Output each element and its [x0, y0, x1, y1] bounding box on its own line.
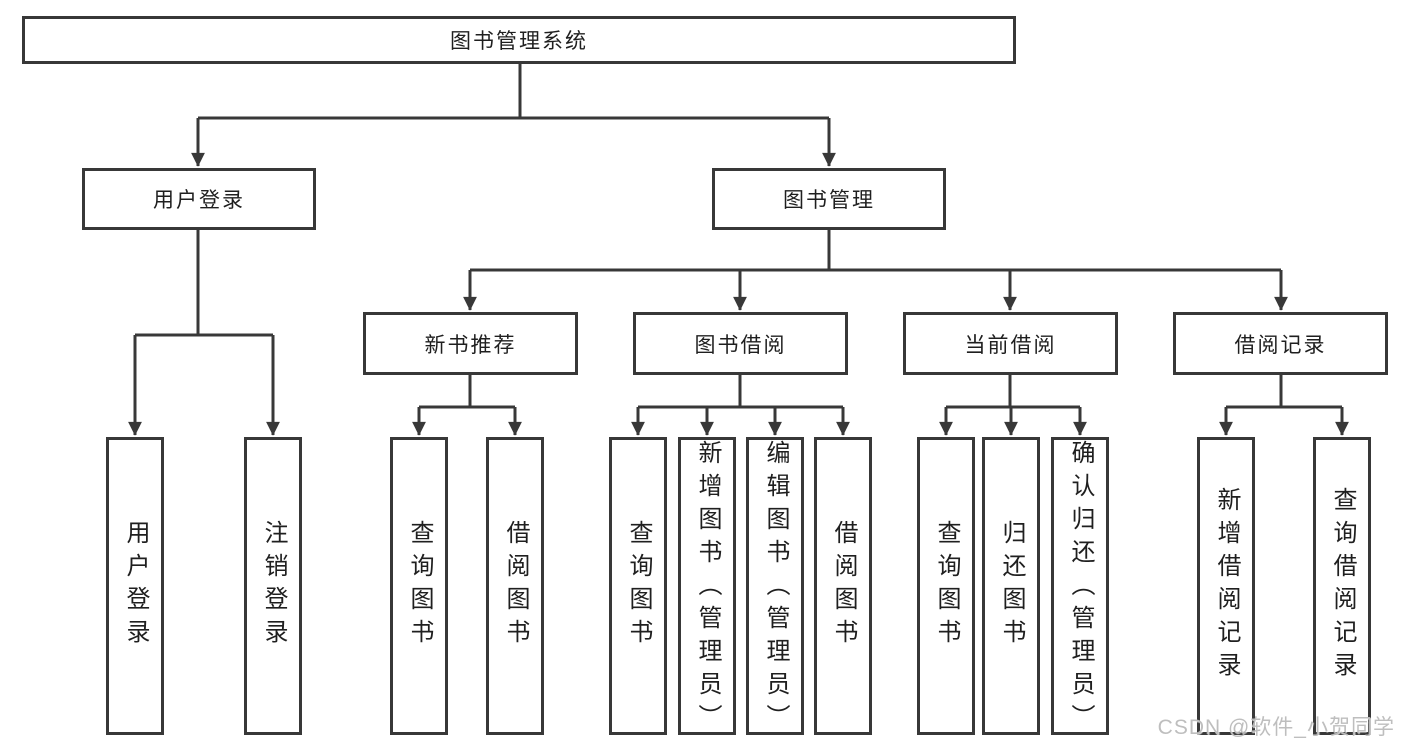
connector-book-borrow-bus — [638, 375, 843, 409]
node-leaf-nb-borrow-books: 借阅图书 — [486, 437, 544, 735]
node-leaf-cb-query-books: 查询图书 — [917, 437, 975, 735]
connector-user-login-bus — [135, 230, 273, 337]
node-label: 查询图书 — [933, 520, 960, 652]
node-borrow-records: 借阅记录 — [1173, 312, 1388, 375]
node-leaf-cb-return-books: 归还图书 — [982, 437, 1040, 735]
node-leaf-bb-add-books-admin: 新增图书（管理员） — [678, 437, 736, 737]
node-leaf-user-login: 用户登录 — [106, 437, 164, 735]
node-leaf-br-query-record: 查询借阅记录 — [1313, 437, 1371, 735]
node-label: 用户登录 — [122, 520, 149, 652]
node-label: 图书管理系统 — [450, 30, 588, 53]
node-label: 确认归还（管理员） — [1067, 440, 1094, 737]
node-label: 图书管理 — [783, 189, 875, 212]
node-leaf-bb-edit-books-admin: 编辑图书（管理员） — [746, 437, 804, 737]
connector-new-book-recommend-bus — [419, 375, 515, 409]
node-leaf-bb-borrow-books: 借阅图书 — [814, 437, 872, 735]
node-label: 编辑图书（管理员） — [762, 440, 789, 737]
node-book-borrow: 图书借阅 — [633, 312, 848, 375]
connector-borrow-records-bus — [1226, 375, 1342, 409]
node-label: 归还图书 — [998, 520, 1025, 652]
node-leaf-cb-confirm-return-admin: 确认归还（管理员） — [1051, 437, 1109, 737]
connector-root-bus — [198, 64, 829, 120]
node-label: 查询图书 — [406, 520, 433, 652]
node-user-login-branch: 用户登录 — [82, 168, 316, 230]
node-label: 新书推荐 — [424, 333, 517, 357]
node-label: 图书借阅 — [694, 333, 787, 357]
connector-book-management-bus — [470, 230, 1281, 272]
node-label: 借阅记录 — [1234, 333, 1327, 357]
node-label: 查询图书 — [625, 520, 652, 652]
node-label: 借阅图书 — [830, 520, 857, 652]
connector-current-borrow-bus — [946, 375, 1080, 409]
node-label: 查询借阅记录 — [1329, 487, 1356, 685]
node-new-book-recommend: 新书推荐 — [363, 312, 578, 375]
node-leaf-logout: 注销登录 — [244, 437, 302, 735]
node-system-root: 图书管理系统 — [22, 16, 1016, 64]
csdn-watermark: CSDN @软件_小贺同学 — [1157, 716, 1395, 739]
node-label: 新增借阅记录 — [1213, 487, 1240, 685]
node-leaf-bb-query-books: 查询图书 — [609, 437, 667, 735]
node-label: 注销登录 — [260, 520, 287, 652]
node-label: 用户登录 — [153, 189, 245, 212]
node-label: 新增图书（管理员） — [694, 440, 721, 737]
node-label: 当前借阅 — [964, 333, 1057, 357]
node-current-borrow: 当前借阅 — [903, 312, 1118, 375]
node-leaf-nb-query-books: 查询图书 — [390, 437, 448, 735]
node-label: 借阅图书 — [502, 520, 529, 652]
node-book-management: 图书管理 — [712, 168, 946, 230]
node-leaf-br-add-record: 新增借阅记录 — [1197, 437, 1255, 735]
